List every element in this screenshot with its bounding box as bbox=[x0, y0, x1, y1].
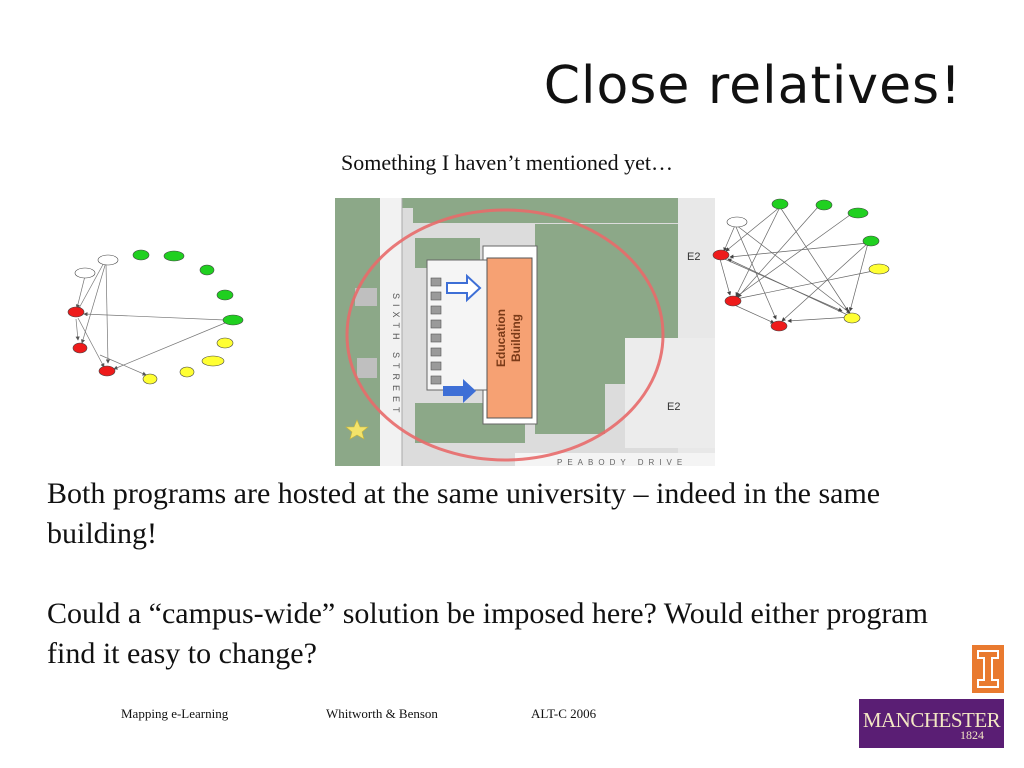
bottom-street-label: PEABODY DRIVE bbox=[557, 458, 687, 466]
entrance-arrow bbox=[443, 379, 476, 403]
right-network-diagram bbox=[712, 198, 890, 332]
footer-right: ALT-C 2006 bbox=[531, 706, 597, 721]
slide-subtitle: Something I haven’t mentioned yet… bbox=[341, 150, 673, 175]
highlight-circle bbox=[345, 208, 665, 462]
campus-map: SIXTH STREET Education Building E2 E2 PE… bbox=[335, 198, 715, 466]
footer-left: Mapping e-Learning bbox=[121, 706, 229, 721]
block-label-bottom: E2 bbox=[667, 401, 680, 413]
slide-title: Close relatives! bbox=[543, 56, 962, 116]
building-label-line2: Building bbox=[509, 314, 523, 362]
body-paragraph-2: Could a “campus-wide” solution be impose… bbox=[47, 597, 928, 670]
manchester-logo-word: MANCHESTER bbox=[862, 708, 1001, 732]
illinois-i-icon bbox=[977, 650, 999, 688]
block-label-top: E2 bbox=[687, 251, 700, 263]
manchester-logo-year: 1824 bbox=[960, 728, 984, 742]
illinois-logo bbox=[972, 645, 1004, 693]
body-paragraph-1: Both programs are hosted at the same uni… bbox=[47, 477, 881, 550]
star-icon bbox=[345, 419, 369, 440]
left-network-diagram bbox=[67, 249, 244, 385]
street-label: SIXTH STREET bbox=[391, 293, 401, 418]
entrance-arrow-outline bbox=[446, 273, 482, 303]
footer-center: Whitworth & Benson bbox=[326, 706, 438, 721]
building-label-line1: Education bbox=[494, 309, 508, 367]
manchester-logo: MANCHESTER 1824 bbox=[859, 699, 1004, 748]
body-text: Both programs are hosted at the same uni… bbox=[47, 474, 982, 674]
